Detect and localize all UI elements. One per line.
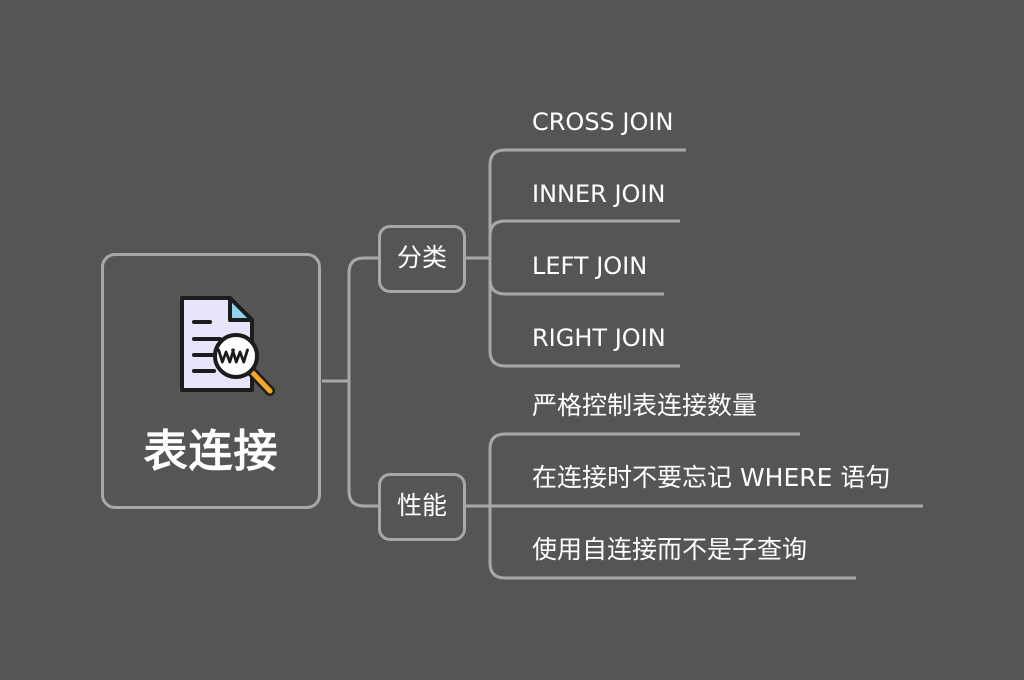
leaf-remember-where[interactable]: 在连接时不要忘记 WHERE 语句: [532, 463, 891, 492]
root-title: 表连接: [143, 426, 279, 477]
connector-root-to-branch-2: [347, 381, 378, 508]
leaf-left-join[interactable]: LEFT JOIN: [532, 252, 648, 280]
leaf-cross-join[interactable]: CROSS JOIN: [532, 108, 674, 136]
connector-branch-2-leaf-1: [488, 432, 800, 506]
leaf-inner-join[interactable]: INNER JOIN: [532, 180, 666, 208]
root-node[interactable]: [101, 253, 321, 509]
branch-label-classification: 分类: [396, 243, 447, 272]
connector-branch-2-leaf-3: [488, 506, 856, 580]
connector-branch-1-leaf-4: [488, 258, 680, 368]
branch-node-performance[interactable]: [378, 473, 466, 541]
connector-branch-1-leaf-1: [488, 148, 686, 258]
connector-branch-1-leaf-2: [488, 219, 680, 258]
leaf-right-join[interactable]: RIGHT JOIN: [532, 324, 666, 352]
branch-node-classification[interactable]: [378, 225, 466, 293]
leaf-self-join-over-subquery[interactable]: 使用自连接而不是子查询: [532, 535, 808, 564]
connector-root-to-branch-1: [347, 256, 378, 381]
document-web-search-icon: [180, 296, 275, 396]
branch-label-performance: 性能: [396, 491, 447, 520]
leaf-limit-join-count[interactable]: 严格控制表连接数量: [532, 391, 758, 420]
